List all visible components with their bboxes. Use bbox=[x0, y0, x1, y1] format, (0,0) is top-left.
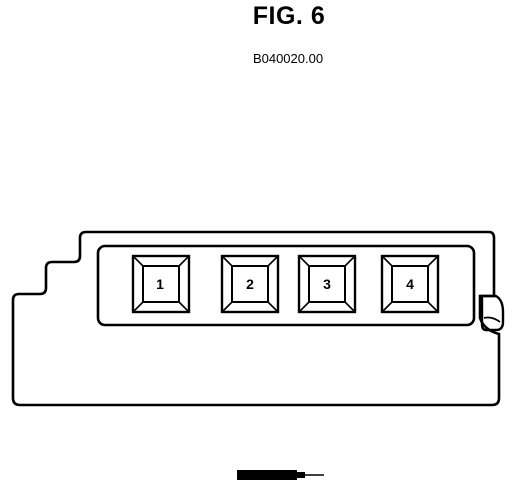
terminal-2-label: 2 bbox=[246, 276, 254, 292]
connector-housing bbox=[11, 230, 501, 407]
locking-latch bbox=[480, 294, 505, 332]
figure-code: B040020.00 bbox=[252, 51, 324, 66]
terminal-2: 2 bbox=[220, 254, 280, 314]
terminal-1-label: 1 bbox=[156, 276, 164, 292]
terminal-3-label: 3 bbox=[323, 276, 331, 292]
terminal-cavity-frame bbox=[96, 244, 476, 327]
terminal-4-label: 4 bbox=[406, 276, 414, 292]
figure-title: FIG. 6 bbox=[252, 2, 326, 30]
terminal-1: 1 bbox=[131, 254, 191, 314]
terminal-3: 3 bbox=[297, 254, 357, 314]
terminal-4: 4 bbox=[380, 254, 440, 314]
test-probe-icon bbox=[237, 470, 324, 480]
